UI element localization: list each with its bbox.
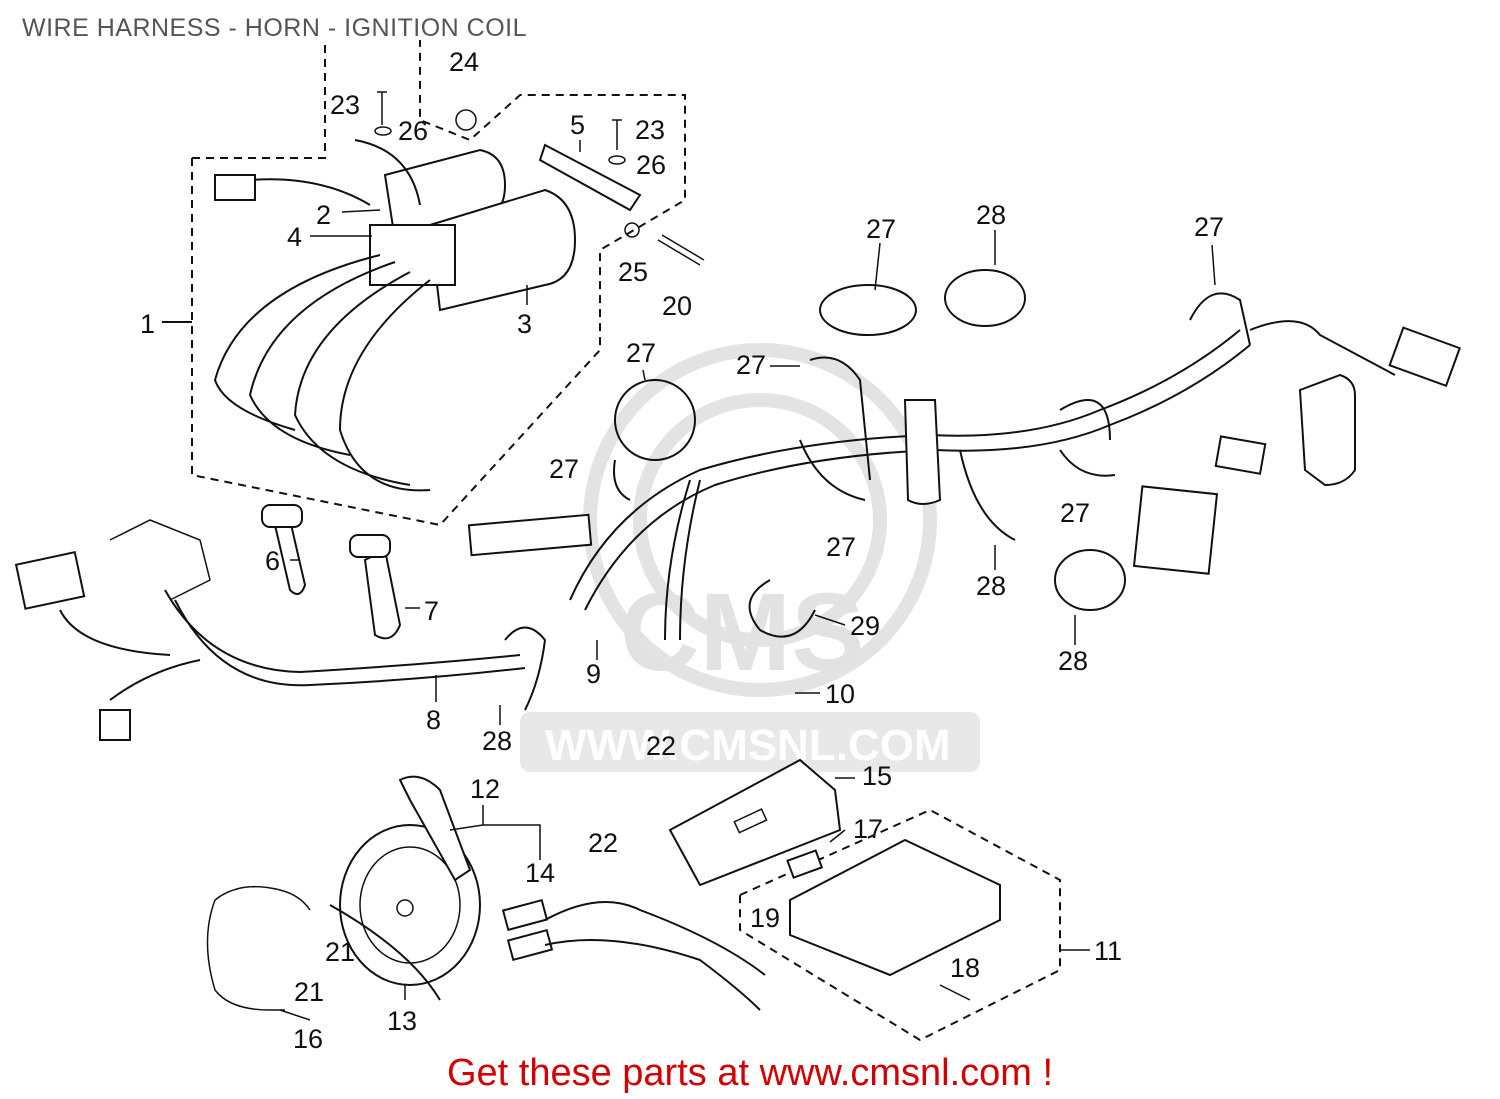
callout-20: 20 (662, 291, 692, 321)
callout-10: 10 (825, 679, 855, 709)
callout-2: 2 (316, 200, 331, 230)
callout-27f: 27 (1060, 498, 1090, 528)
callout-16: 16 (293, 1024, 323, 1054)
callout-27b: 27 (1194, 212, 1224, 242)
cms-watermark-logo: CMS WWW.CMSNL.COM (520, 343, 980, 772)
callout-27c: 27 (626, 338, 656, 368)
callout-29: 29 (850, 611, 880, 641)
callout-11: 11 (1094, 936, 1122, 966)
callout-labels: 1 2 3 4 5 6 7 8 9 10 11 12 13 14 15 16 1… (140, 47, 1224, 1054)
horn-assembly (206, 775, 766, 1011)
callout-27g: 27 (826, 532, 856, 562)
diagram-title: WIRE HARNESS - HORN - IGNITION COIL (22, 14, 528, 42)
callout-4: 4 (287, 222, 302, 252)
callout-19: 19 (750, 903, 780, 933)
callout-27d: 27 (736, 350, 766, 380)
main-wire-harness (14, 320, 1462, 741)
callout-25: 25 (618, 257, 648, 287)
callout-22b: 22 (588, 828, 618, 858)
callout-8: 8 (426, 705, 441, 735)
callout-3: 3 (517, 309, 532, 339)
callout-27e: 27 (549, 454, 579, 484)
callout-15: 15 (862, 761, 892, 791)
plug-caps (261, 504, 402, 640)
callout-9: 9 (586, 659, 601, 689)
ignition-coil-assembly (162, 40, 705, 527)
callout-24: 24 (449, 47, 479, 77)
callout-17: 17 (853, 814, 883, 844)
callout-28c: 28 (1058, 646, 1088, 676)
callout-28d: 28 (482, 726, 512, 756)
callout-22a: 22 (646, 731, 676, 761)
watermark-url-text: WWW.CMSNL.COM (545, 721, 951, 770)
footer-link-text[interactable]: Get these parts at www.cmsnl.com ! (446, 1052, 1054, 1094)
callout-28b: 28 (976, 571, 1006, 601)
callout-26a: 26 (398, 116, 428, 146)
callout-26b: 26 (636, 150, 666, 180)
regulator-box (668, 758, 1061, 1042)
callout-23a: 23 (330, 90, 360, 120)
callout-23b: 23 (635, 115, 665, 145)
watermark-logo-text: CMS (620, 571, 864, 694)
leader-lines (279, 140, 1216, 1021)
callout-21b: 21 (294, 977, 324, 1007)
callout-21a: 21 (325, 937, 355, 967)
callout-14: 14 (525, 858, 555, 888)
callout-27a: 27 (866, 214, 896, 244)
callout-5: 5 (570, 110, 585, 140)
callout-7: 7 (424, 596, 439, 626)
callout-12: 12 (470, 774, 500, 804)
harness-clamps (504, 269, 1251, 711)
callout-18: 18 (950, 953, 980, 983)
callout-13: 13 (387, 1006, 417, 1036)
callout-28a: 28 (976, 200, 1006, 230)
callout-6: 6 (265, 546, 280, 576)
callout-1: 1 (140, 309, 155, 339)
